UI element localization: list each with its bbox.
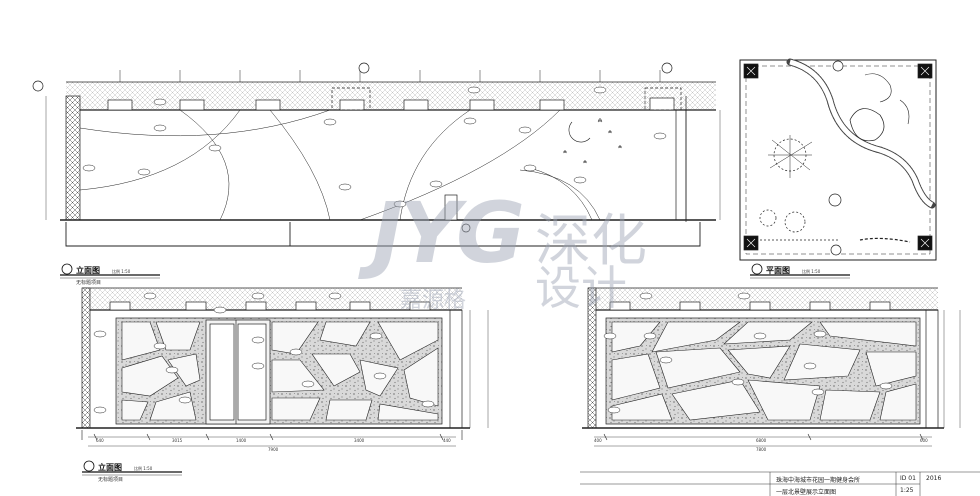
dim-e2-5: 440 [443,438,451,443]
plan-view [739,58,937,261]
plan-title: 平面图 [766,266,790,275]
plan-scale: 比例 1:50 [802,269,821,274]
elev1-title: 立面图 [76,266,100,275]
elev1-subtitle: 无标题项目 [76,280,102,286]
elevation-top [32,62,741,247]
title-block-scale: 1:25 [900,487,914,494]
elevation-bottom-left [76,287,489,447]
elevation-bottom-right [582,287,961,447]
dim-e3-total: 7800 [756,447,767,452]
dim-e3-2: 6800 [756,438,767,443]
dim-e2-4: 3400 [354,438,365,443]
dim-e2-3: 1400 [236,438,247,443]
title-block-drawing: 一层北景壁展示立面图 [776,489,837,496]
title-block-frame [580,471,980,496]
dim-e3-1: 400 [594,438,602,443]
elev2-subtitle: 无标题项目 [98,477,124,483]
title-block-code: ID 01 [900,475,916,482]
dim-e2-1: 640 [96,438,104,443]
elev2-scale: 比例 1:50 [134,466,153,471]
dim-e3-3: 600 [920,438,928,443]
elev1-scale: 比例 1:50 [112,269,131,274]
title-block-date: 2016 [926,475,942,482]
title-block-project: 珠海中海城市花园一期健身会所 [776,477,861,484]
dim-e2-total: 7900 [268,447,279,452]
dim-e2-2: 3015 [172,438,183,443]
title-underlines [60,263,850,476]
elev2-title: 立面图 [98,463,122,472]
